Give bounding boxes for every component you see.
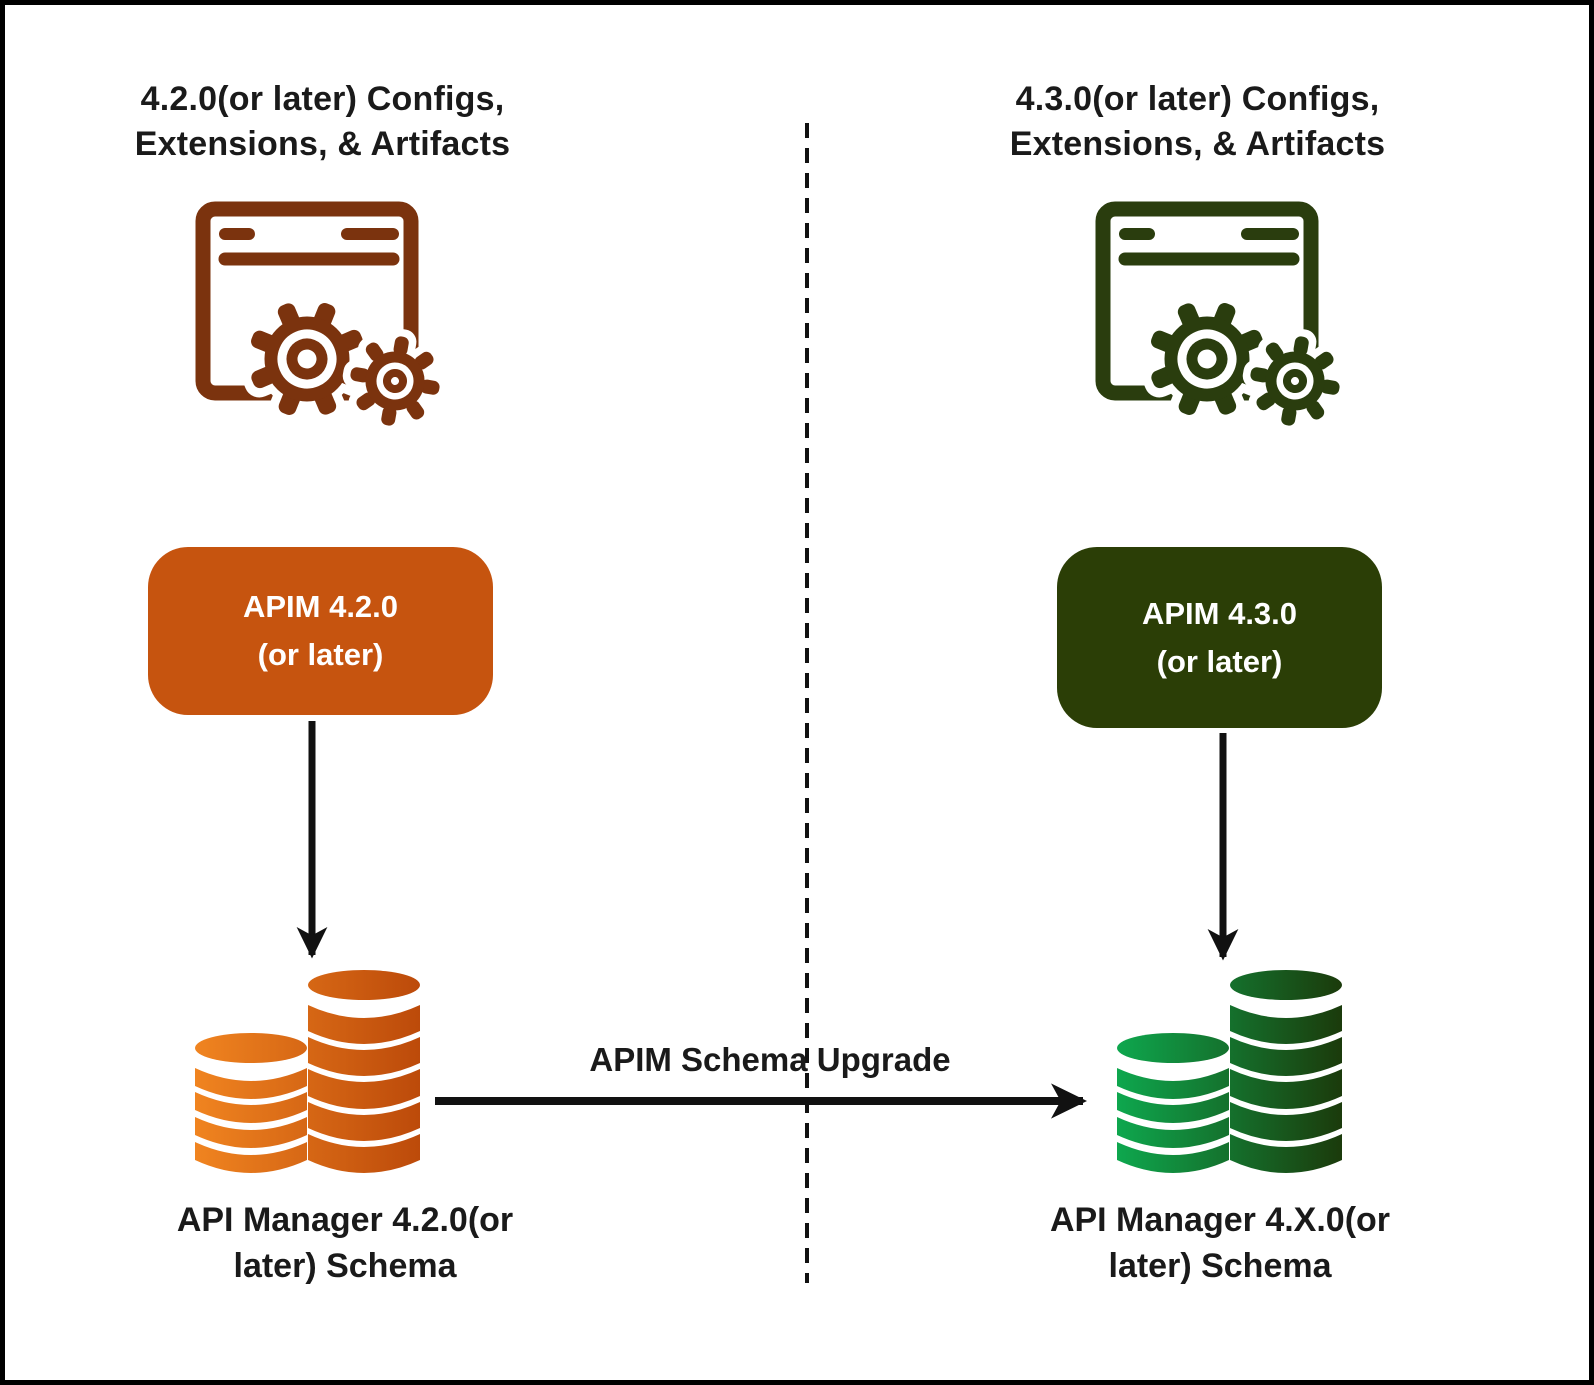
right-schema-label: API Manager 4.X.0(or later) Schema <box>1015 1197 1425 1289</box>
left-schema-label-line2: later) Schema <box>233 1247 457 1285</box>
browser-gears-icon <box>1095 201 1341 427</box>
database-stack-icon <box>195 968 421 1180</box>
apim-420-box: APIM 4.2.0 (or later) <box>148 547 493 715</box>
left-header-line1: 4.2.0(or later) Configs, <box>140 80 505 118</box>
left-schema-label: API Manager 4.2.0(or later) Schema <box>140 1197 550 1289</box>
browser-gears-icon <box>195 201 441 427</box>
apim-430-box-line2: (or later) <box>1156 643 1283 679</box>
right-schema-label-line1: API Manager 4.X.0(or <box>1049 1201 1391 1239</box>
apim-420-box-line1: APIM 4.2.0 <box>242 589 399 624</box>
right-header-line1: 4.3.0(or later) Configs, <box>1015 80 1380 118</box>
apim-430-box: APIM 4.3.0 (or later) <box>1057 547 1382 728</box>
right-header-line2: Extensions, & Artifacts <box>1009 125 1386 163</box>
database-stack-icon <box>1117 968 1343 1180</box>
apim-430-box-line1: APIM 4.3.0 <box>1141 595 1298 631</box>
left-schema-label-line1: API Manager 4.2.0(or <box>176 1201 514 1239</box>
right-schema-label-line2: later) Schema <box>1108 1247 1332 1285</box>
left-header: 4.2.0(or later) Configs, Extensions, & A… <box>100 77 545 167</box>
schema-upgrade-label: APIM Schema Upgrade <box>589 1041 951 1078</box>
apim-420-box-line2: (or later) <box>257 637 384 672</box>
left-header-line2: Extensions, & Artifacts <box>134 125 511 163</box>
right-header: 4.3.0(or later) Configs, Extensions, & A… <box>975 77 1420 167</box>
